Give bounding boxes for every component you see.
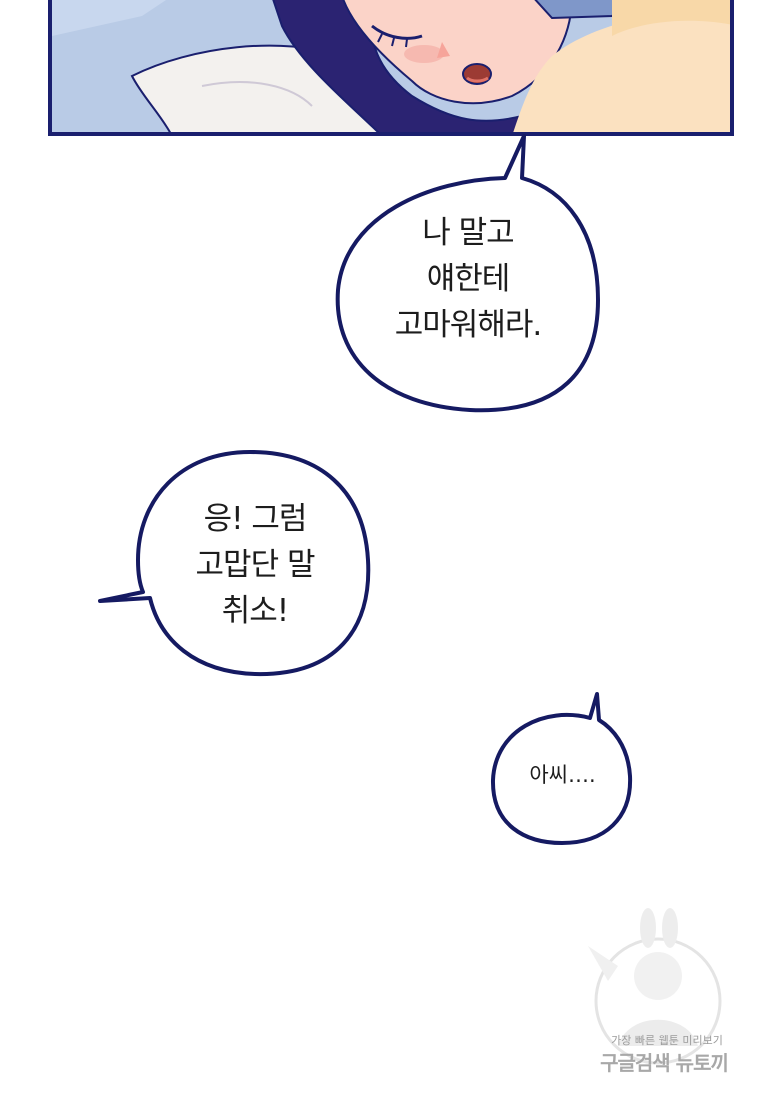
speech-bubble-1-text: 나 말고 얘한테 고마워해라.: [368, 210, 568, 348]
panel-illustration: [52, 0, 730, 132]
comic-panel: [48, 0, 734, 136]
bubble-3-line-1: 아씨….: [529, 763, 596, 787]
speech-bubble-3-text: 아씨….: [505, 760, 620, 790]
bubble-2-line-3: 취소!: [221, 593, 289, 629]
bubble-2-line-1: 응! 그럼: [203, 501, 308, 537]
speech-bubble-2-text: 응! 그럼 고맙단 말 취소!: [155, 496, 355, 634]
watermark-text-2: 구글검색 뉴토끼: [600, 1051, 729, 1075]
bubble-1-line-3: 고마워해라.: [394, 307, 542, 343]
speech-bubble-2: [98, 450, 371, 677]
bubble-1-line-2: 얘한테: [426, 261, 511, 297]
speech-bubble-1: [335, 134, 600, 413]
speech-bubble-3: [490, 692, 633, 845]
watermark-bunny-logo: [588, 908, 722, 1065]
watermark-text-1: 가장 빠른 웹툰 미리보기: [611, 1034, 723, 1047]
bubble-2-line-2: 고맙단 말: [195, 547, 316, 583]
bubble-1-line-1: 나 말고: [422, 215, 514, 251]
